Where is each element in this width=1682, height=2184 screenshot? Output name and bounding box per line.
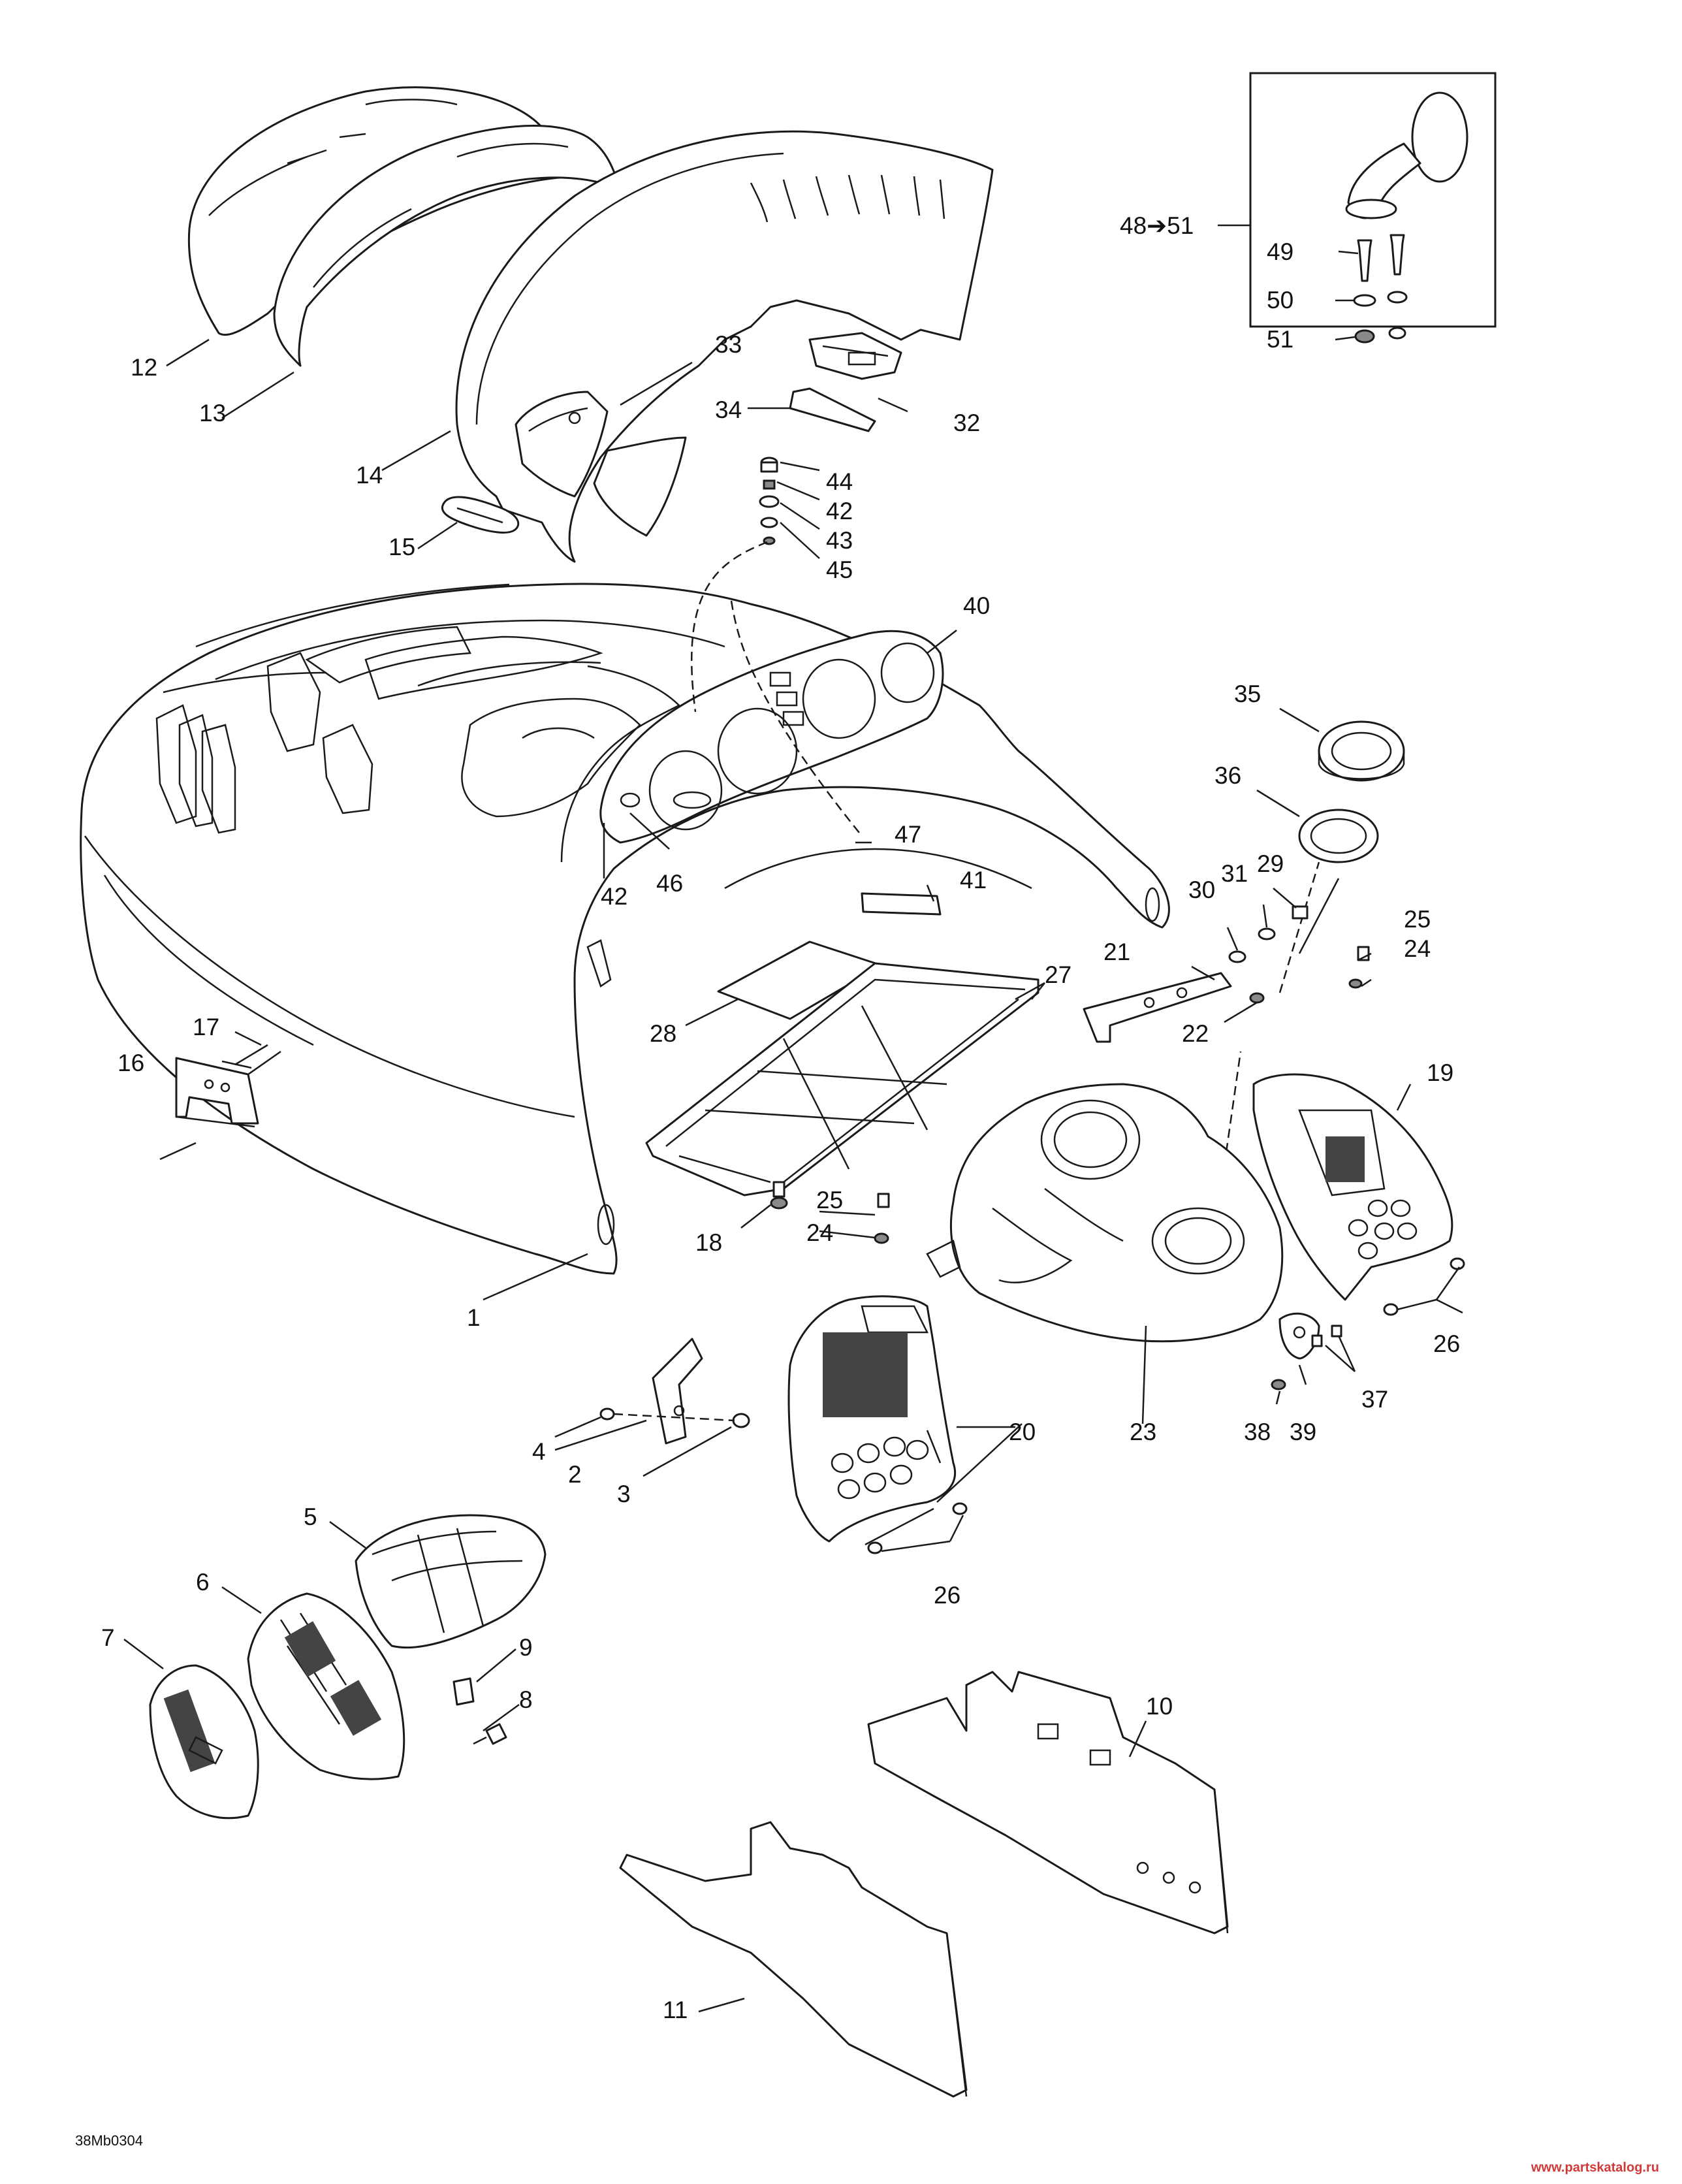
callout-6[interactable]: 6: [196, 1569, 210, 1596]
part-8-screw[interactable]: [473, 1723, 507, 1745]
callout-13[interactable]: 13: [199, 400, 226, 426]
part-48-mirror[interactable]: [1345, 91, 1468, 219]
callout-25-lower[interactable]: 25: [816, 1187, 843, 1213]
callout-35[interactable]: 35: [1234, 681, 1261, 707]
part-34-panel[interactable]: [593, 436, 687, 537]
callout-42-panel[interactable]: 42: [601, 883, 627, 910]
part-36-ring[interactable]: [1298, 809, 1379, 863]
part-11-foam-pad[interactable]: [619, 1821, 968, 2098]
callout-21[interactable]: 21: [1103, 939, 1130, 965]
part-41-strip[interactable]: [861, 892, 942, 916]
part-27-tray[interactable]: [645, 962, 1039, 1196]
callout-18[interactable]: 18: [695, 1229, 722, 1256]
callout-16[interactable]: 16: [118, 1050, 144, 1076]
callout-45[interactable]: 45: [826, 556, 853, 583]
rivets-26-right[interactable]: [1383, 1257, 1465, 1316]
callout-23[interactable]: 23: [1130, 1419, 1156, 1445]
callout-43[interactable]: 43: [826, 527, 853, 554]
part-40-instrument-panel[interactable]: [599, 630, 944, 844]
callout-24-upper[interactable]: 24: [1404, 935, 1431, 962]
part-1-hood[interactable]: [80, 583, 1170, 1275]
part-2-3-4-latch[interactable]: [599, 1338, 750, 1445]
rivets-26-left[interactable]: [867, 1502, 968, 1554]
callout-26-right[interactable]: 26: [1433, 1330, 1460, 1357]
callout-32[interactable]: 32: [953, 410, 980, 436]
inset-mirror-kit: [1249, 72, 1497, 344]
part-6-grille[interactable]: [247, 1592, 405, 1780]
callout-9[interactable]: 9: [519, 1634, 533, 1661]
callout-51[interactable]: 51: [1267, 326, 1293, 353]
hardware-25-24-right[interactable]: [1348, 946, 1370, 989]
callout-26-lower[interactable]: 26: [934, 1582, 960, 1609]
part-32-clip[interactable]: [808, 332, 902, 380]
drawing-code: 38Mb0304: [75, 2132, 143, 2149]
callout-4[interactable]: 4: [532, 1438, 546, 1465]
callout-37[interactable]: 37: [1361, 1386, 1388, 1413]
hardware-29-31-30[interactable]: [1228, 905, 1309, 1004]
watermark-url: www.partskatalog.ru: [1531, 2160, 1659, 2175]
part-16-bracket[interactable]: [175, 1044, 281, 1128]
part-19-side-panel[interactable]: [1252, 1073, 1453, 1301]
callout-29[interactable]: 29: [1257, 850, 1284, 877]
part-20-side-panel[interactable]: [787, 1295, 957, 1543]
callout-2[interactable]: 2: [568, 1461, 582, 1488]
part-49-screws[interactable]: [1357, 234, 1405, 282]
hardware-18-25-24-lower[interactable]: [770, 1181, 890, 1244]
part-15-handle[interactable]: [441, 496, 520, 534]
callout-47[interactable]: 47: [895, 821, 921, 848]
callout-15[interactable]: 15: [389, 534, 415, 560]
part-33-bracket[interactable]: [515, 391, 609, 498]
callout-8[interactable]: 8: [519, 1686, 533, 1713]
callout-14[interactable]: 14: [356, 462, 383, 489]
part-35-ring[interactable]: [1318, 720, 1405, 782]
callout-12[interactable]: 12: [131, 354, 157, 381]
callout-7[interactable]: 7: [101, 1624, 115, 1651]
callout-3[interactable]: 3: [617, 1481, 631, 1507]
callout-44[interactable]: 44: [826, 468, 853, 495]
hardware-stack[interactable]: [759, 457, 780, 545]
callout-46[interactable]: 46: [656, 870, 683, 897]
callout-42-stack[interactable]: 42: [826, 498, 853, 524]
callout-30[interactable]: 30: [1188, 876, 1215, 903]
callout-19[interactable]: 19: [1427, 1059, 1453, 1086]
leader-lines: [123, 224, 1463, 2013]
part-9-clip[interactable]: [452, 1677, 475, 1706]
callout-31[interactable]: 31: [1221, 860, 1248, 887]
callout-36[interactable]: 36: [1214, 762, 1241, 789]
callout-10[interactable]: 10: [1146, 1693, 1173, 1720]
callout-39[interactable]: 39: [1290, 1419, 1316, 1445]
callout-28[interactable]: 28: [650, 1020, 676, 1047]
hardware-37-38-39[interactable]: [1271, 1312, 1342, 1390]
callout-50[interactable]: 50: [1267, 287, 1293, 313]
callout-11[interactable]: 11: [663, 1997, 688, 2023]
callout-40[interactable]: 40: [963, 592, 990, 619]
callout-22[interactable]: 22: [1182, 1020, 1209, 1047]
callout-17[interactable]: 17: [193, 1014, 219, 1040]
callout-1[interactable]: 1: [467, 1304, 481, 1331]
callout-38[interactable]: 38: [1244, 1419, 1271, 1445]
callout-27[interactable]: 27: [1045, 961, 1071, 988]
part-5-vent-housing[interactable]: [355, 1514, 547, 1649]
callout-labels: 1 2 3 4 5 6 7 8 9 10 11 12 13 14 15 16 1…: [101, 212, 1460, 2023]
callout-33[interactable]: 33: [715, 331, 742, 358]
part-50-washers[interactable]: [1353, 291, 1408, 307]
callout-41[interactable]: 41: [960, 867, 987, 893]
part-51-nuts[interactable]: [1354, 327, 1406, 344]
part-10-foam-pad[interactable]: [867, 1671, 1229, 1935]
part-23-console[interactable]: [926, 1083, 1284, 1343]
callout-48-51[interactable]: 48➔51: [1120, 212, 1194, 239]
part-13-windshield[interactable]: [273, 125, 622, 367]
callout-49[interactable]: 49: [1267, 238, 1293, 265]
part-34-strip[interactable]: [789, 387, 876, 432]
part-7-grille[interactable]: [149, 1664, 259, 1820]
callout-34[interactable]: 34: [715, 396, 742, 423]
callout-25-upper[interactable]: 25: [1404, 906, 1431, 933]
callout-5[interactable]: 5: [304, 1503, 317, 1530]
callout-24-lower[interactable]: 24: [806, 1219, 833, 1246]
callout-20[interactable]: 20: [1009, 1419, 1036, 1445]
part-21-bracket[interactable]: [1083, 972, 1232, 1043]
